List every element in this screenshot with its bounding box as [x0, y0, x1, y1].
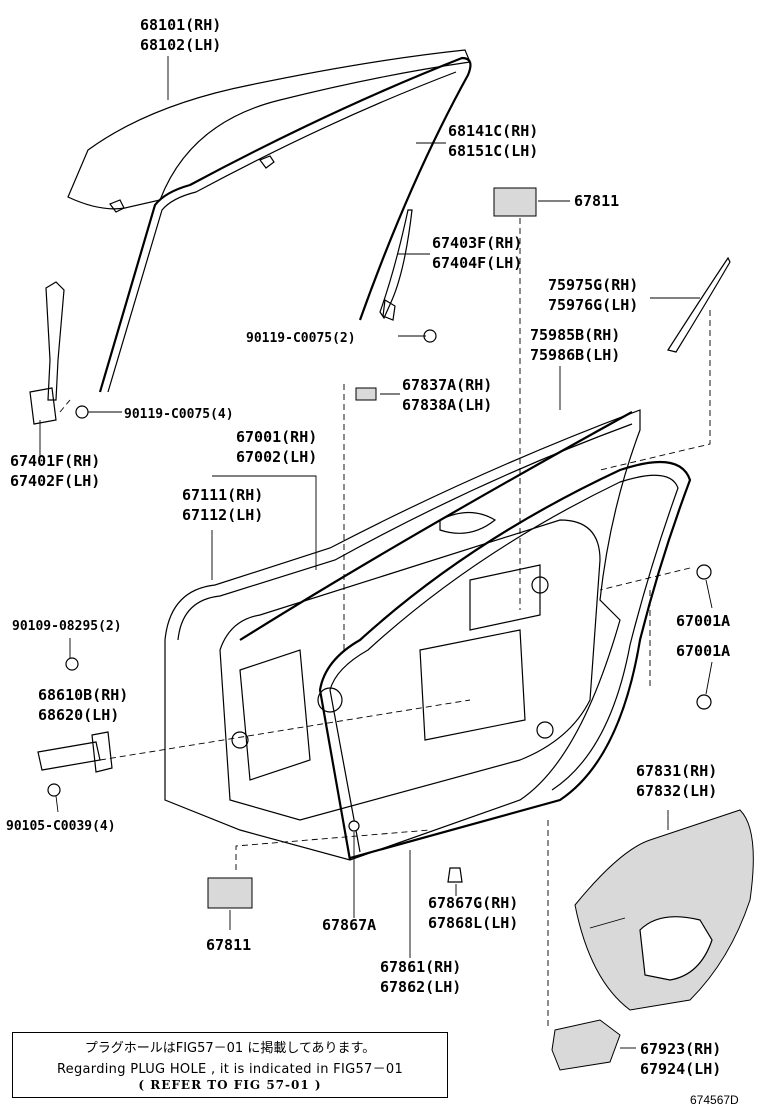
label-67923: 67923(RH) [640, 1040, 721, 1058]
pad-small [355, 387, 377, 401]
label-67403f: 67403F(RH) [432, 234, 522, 252]
label-67002: 67002(LH) [236, 448, 317, 466]
pad-lower [207, 877, 253, 909]
label-90105: 90105-C0039(4) [6, 819, 116, 834]
division-bar [379, 209, 413, 321]
label-68620: 68620(LH) [38, 706, 119, 724]
leader-lines [39, 56, 713, 1049]
label-68610b: 68610B(RH) [38, 686, 128, 704]
bolts [47, 329, 712, 883]
label-67401f: 67401F(RH) [10, 452, 100, 470]
label-67001a-upper: 67001A [676, 612, 730, 630]
label-67867g: 67867G(RH) [428, 894, 518, 912]
figure-code: 674567D [690, 1093, 739, 1107]
door-panel [164, 409, 641, 861]
label-67832: 67832(LH) [636, 782, 717, 800]
label-75975g: 75975G(RH) [548, 276, 638, 294]
label-67001a-lower: 67001A [676, 642, 730, 660]
note-japanese: プラグホールはFIG57－01 に掲載してあります。 [84, 1041, 376, 1056]
glass-run [98, 56, 472, 393]
label-68151c: 68151C(LH) [448, 142, 538, 160]
part-labels: 68101(RH) 68102(LH) 68141C(RH) 68151C(LH… [6, 16, 730, 1078]
label-67001: 67001(RH) [236, 428, 317, 446]
label-67111: 67111(RH) [182, 486, 263, 504]
label-90109: 90109-08295(2) [12, 619, 122, 634]
service-hole-cover [574, 809, 754, 1011]
lower-pad [551, 1019, 621, 1071]
label-68101: 68101(RH) [140, 16, 221, 34]
label-75985b: 75985B(RH) [530, 326, 620, 344]
reference-lines [59, 218, 711, 1030]
label-67402f: 67402F(LH) [10, 472, 100, 490]
label-68102: 68102(LH) [140, 36, 221, 54]
note-refer: ( REFER TO FIG 57-01 ) [138, 1078, 322, 1092]
door-weatherstrip [318, 460, 692, 861]
label-90119-4: 90119-C0075(4) [124, 407, 234, 422]
label-67861: 67861(RH) [380, 958, 461, 976]
label-67867a: 67867A [322, 916, 376, 934]
label-67868l: 67868L(LH) [428, 914, 518, 932]
label-67811-lower: 67811 [206, 936, 251, 954]
label-67831: 67831(RH) [636, 762, 717, 780]
label-68141c: 68141C(RH) [448, 122, 538, 140]
rear-run-channel [29, 281, 65, 425]
label-67112: 67112(LH) [182, 506, 263, 524]
outer-belt-weatherstrip [239, 411, 633, 641]
label-90119-2: 90119-C0075(2) [246, 331, 356, 346]
label-67838a: 67838A(LH) [402, 396, 492, 414]
label-67837a: 67837A(RH) [402, 376, 492, 394]
label-67924: 67924(LH) [640, 1060, 721, 1078]
door-check [37, 731, 113, 773]
reference-note: プラグホールはFIG57－01 に掲載してあります。 Regarding PLU… [12, 1032, 448, 1098]
belt-moulding [667, 256, 731, 353]
pad-upper [493, 187, 537, 217]
label-67404f: 67404F(LH) [432, 254, 522, 272]
label-67811-upper: 67811 [574, 192, 619, 210]
note-english: Regarding PLUG HOLE , it is indicated in… [56, 1062, 404, 1077]
door-glass [67, 49, 471, 213]
label-67862: 67862(LH) [380, 978, 461, 996]
label-75976g: 75976G(LH) [548, 296, 638, 314]
label-75986b: 75986B(LH) [530, 346, 620, 364]
